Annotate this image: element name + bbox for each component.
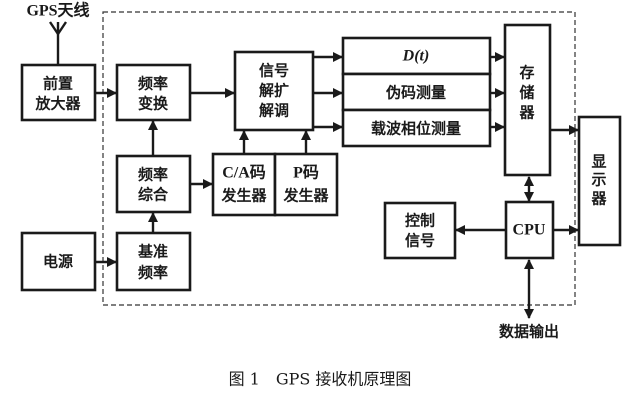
connections <box>95 51 580 320</box>
preamp-label-line1: 前置 <box>43 75 73 93</box>
preamp-block: 前置 放大器 <box>20 63 97 122</box>
figure-caption: 图 1 GPS 接收机原理图 <box>229 370 412 389</box>
display-block: 显 示 器 <box>577 115 622 247</box>
power-label: 电源 <box>43 253 73 271</box>
memory-label-line1: 存 <box>519 64 534 82</box>
memory-label-line2: 储 <box>519 84 534 102</box>
freq-synth-block: 频率 综合 <box>115 154 192 214</box>
ref-freq-label-line2: 频率 <box>138 264 168 282</box>
pseudo-range-block <box>341 72 492 112</box>
dt-label: D(t) <box>402 48 430 65</box>
ref-freq-label-line1: 基准 <box>137 243 168 261</box>
cpu-label: CPU <box>513 222 546 239</box>
despread-label-line2: 解扩 <box>259 82 289 100</box>
control-label-line2: 信号 <box>405 232 435 250</box>
ca-code-gen-label-line1: C/A码 <box>222 164 266 182</box>
power-block: 电源 <box>20 231 97 292</box>
display-label-line3: 器 <box>590 190 607 208</box>
freq-convert-label-line2: 变换 <box>138 95 169 113</box>
memory-block: 存 储 器 <box>503 23 552 177</box>
freq-convert-label-line1: 频率 <box>138 75 168 93</box>
despread-label-line3: 解调 <box>259 102 289 120</box>
antenna-icon <box>49 21 67 65</box>
ca-code-gen-block: C/A码 发生器 <box>211 152 277 217</box>
control-label-line1: 控制 <box>405 212 435 230</box>
display-label-line1: 显 <box>591 153 606 171</box>
ca-code-gen-label-line2: 发生器 <box>220 187 267 205</box>
control-signal-block: 控制 信号 <box>383 201 457 260</box>
antenna-label: GPS天线 <box>26 1 89 20</box>
freq-convert-block: 频率 变换 <box>115 63 192 122</box>
p-code-gen-label-line2: 发生器 <box>282 187 329 205</box>
ref-freq-block: 基准 频率 <box>115 231 192 292</box>
receiver-boundary-frame <box>102 11 576 306</box>
cpu-block: CPU <box>504 200 555 260</box>
carrier-phase-label: 载波相位测量 <box>371 120 461 138</box>
p-code-gen-label-line1: P码 <box>293 164 319 182</box>
memory-label-line3: 器 <box>518 104 535 122</box>
display-label-line2: 示 <box>591 171 606 189</box>
preamp-label-line2: 放大器 <box>34 95 81 113</box>
freq-synth-label-line1: 频率 <box>138 166 168 184</box>
despread-label-line1: 信号 <box>259 62 289 80</box>
p-code-gen-block: P码 发生器 <box>273 152 339 217</box>
measurement-stack: D(t) 伪码测量 载波相位测量 <box>341 36 492 148</box>
data-output-label: 数据输出 <box>499 323 559 341</box>
pseudo-range-label: 伪码测量 <box>385 84 446 102</box>
despread-block: 信号 解扩 解调 <box>233 50 315 132</box>
freq-synth-label-line2: 综合 <box>138 186 169 204</box>
